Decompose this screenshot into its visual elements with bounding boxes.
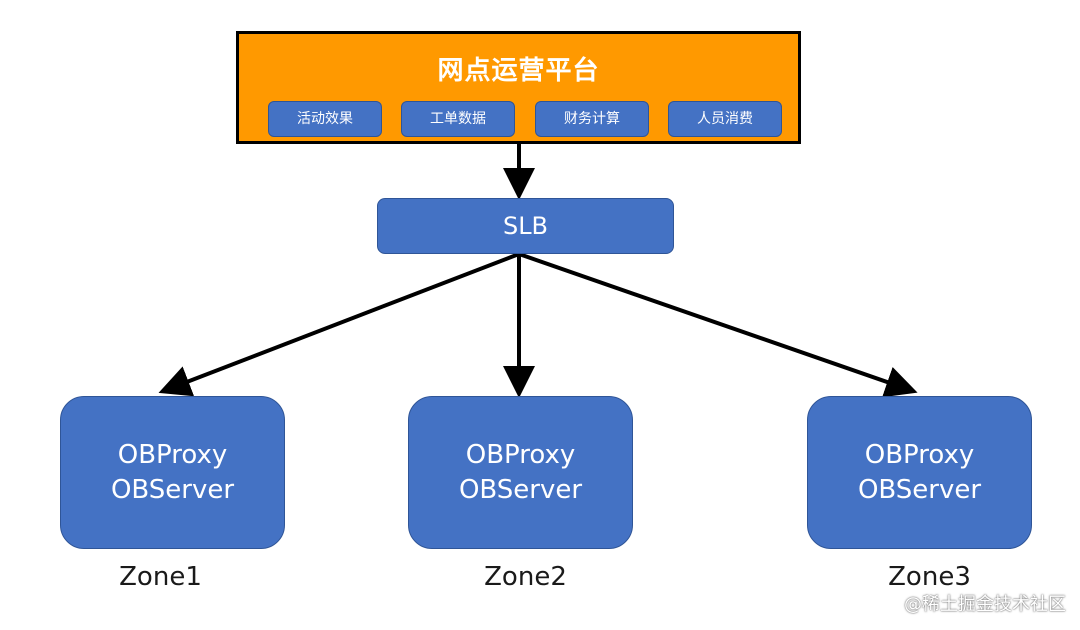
arrow-slb-to-zone1 (158, 252, 520, 397)
zone2-observer-label: OBServer (458, 474, 583, 505)
arrow-slb-to-zone3 (518, 252, 918, 398)
module-finance-calculation: 财务计算 (535, 101, 649, 137)
operations-platform-box: 网点运营平台 活动效果 工单数据 财务计算 人员消费 (236, 31, 801, 144)
zone1-server-box: OBProxy OBServer (60, 396, 285, 549)
module-activity-effect: 活动效果 (268, 101, 382, 137)
module-ticket-data: 工单数据 (401, 101, 515, 137)
zone3-observer-label: OBServer (857, 474, 982, 505)
zone2-server-box: OBProxy OBServer (408, 396, 633, 549)
watermark-text: @稀土掘金技术社区 (904, 594, 1066, 615)
module-staff-consumption: 人员消费 (668, 101, 782, 137)
zone2-obproxy-label: OBProxy (465, 439, 576, 470)
platform-title: 网点运营平台 (437, 56, 600, 86)
zone3-server-box: OBProxy OBServer (807, 396, 1032, 549)
slb-box: SLB (377, 198, 674, 254)
zone2-label: Zone2 (484, 562, 567, 592)
zone1-obproxy-label: OBProxy (117, 439, 228, 470)
zone1-observer-label: OBServer (110, 474, 235, 505)
zone3-label: Zone3 (888, 562, 971, 592)
zone1-label: Zone1 (119, 562, 202, 592)
zone3-obproxy-label: OBProxy (864, 439, 975, 470)
